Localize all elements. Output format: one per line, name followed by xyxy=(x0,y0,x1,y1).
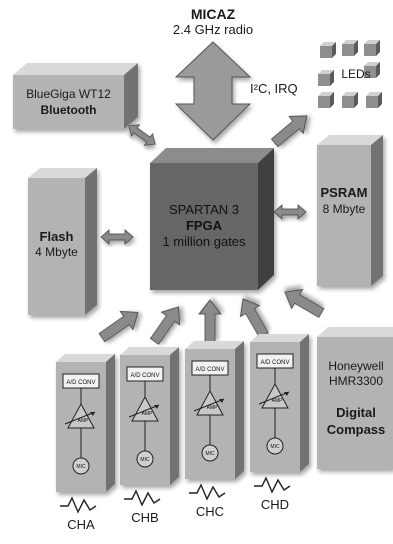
radio-desc: 2.4 GHz radio xyxy=(172,22,254,37)
waveform xyxy=(60,496,97,514)
channel-module: A/D CONV AMP MIC xyxy=(56,354,115,492)
amp-label: AMP xyxy=(207,405,219,411)
waveform xyxy=(254,476,291,494)
led-cube xyxy=(342,92,358,108)
radio-link-label: I²C, IRQ xyxy=(250,81,298,96)
compass-maker: Honeywell xyxy=(328,359,384,373)
mic-symbol xyxy=(72,457,90,475)
fpga-part: SPARTAN 3 xyxy=(168,202,240,217)
mic-symbol xyxy=(136,450,154,468)
mic-symbol xyxy=(201,444,219,462)
leds-label: LEDs xyxy=(341,67,371,81)
bluetooth-box xyxy=(13,63,138,129)
flash-link-arrow xyxy=(100,229,134,245)
compass-box xyxy=(317,327,393,469)
compass-model: HMR3300 xyxy=(328,374,384,388)
channel-label-chc: CHC xyxy=(195,504,225,519)
adc-label: A/D CONV xyxy=(195,367,224,373)
bluetooth-name: Bluetooth xyxy=(40,103,97,117)
compass-name-line2: Compass xyxy=(326,422,386,437)
channel-label-cha: CHA xyxy=(67,517,95,532)
compass-name-line1: Digital xyxy=(336,405,376,420)
waveform xyxy=(124,489,161,507)
compass-link-arrow xyxy=(284,288,325,318)
fpga-name: FPGA xyxy=(185,218,223,233)
chc-link-arrow xyxy=(198,299,222,343)
led-cube xyxy=(364,62,380,78)
mic-label: MIC xyxy=(270,444,280,450)
led-array xyxy=(318,40,382,108)
led-cube xyxy=(320,42,336,58)
led-cube xyxy=(366,92,382,108)
mic-label: MIC xyxy=(205,451,215,457)
mic-label: MIC xyxy=(76,464,86,470)
adc-label: A/D CONV xyxy=(130,373,159,379)
cha-link-arrow xyxy=(98,310,139,343)
channel-label-chd: CHD xyxy=(260,497,290,512)
channel-module: A/D CONV AMP MIC xyxy=(185,341,244,479)
chb-link-arrow xyxy=(149,306,181,345)
channel-label-chb: CHB xyxy=(131,510,159,525)
adc-label: A/D CONV xyxy=(260,360,289,366)
led-link-arrow xyxy=(270,115,308,148)
flash-name: Flash xyxy=(39,229,74,244)
psram-box xyxy=(317,135,383,286)
amp-label: AMP xyxy=(272,398,284,404)
channel-module: A/D CONV AMP MIC xyxy=(120,347,179,485)
psram-size: 8 Mbyte xyxy=(322,202,366,216)
amp-label: AMP xyxy=(78,418,90,424)
flash-box xyxy=(28,168,97,315)
radio-name: MICAZ xyxy=(190,6,236,22)
adc-label: A/D CONV xyxy=(66,380,95,386)
fpga-box xyxy=(150,148,274,290)
psram-link-arrow xyxy=(273,204,307,220)
psram-name: PSRAM xyxy=(320,185,368,200)
mic-symbol xyxy=(266,437,284,455)
chd-link-arrow xyxy=(239,298,269,339)
fpga-size: 1 million gates xyxy=(162,234,246,249)
bluetooth-model: BlueGiga WT12 xyxy=(26,87,111,101)
led-cube xyxy=(318,92,334,108)
bluetooth-link-arrow xyxy=(128,124,156,146)
led-cube xyxy=(364,40,380,56)
radio-bus-arrow xyxy=(174,41,252,141)
channel-module: A/D CONV AMP MIC xyxy=(250,334,309,472)
amp-label: AMP xyxy=(142,411,154,417)
flash-size: 4 Mbyte xyxy=(35,245,78,259)
led-cube xyxy=(318,70,334,86)
led-cube xyxy=(342,40,358,56)
waveform xyxy=(189,483,226,501)
mic-label: MIC xyxy=(140,457,150,463)
